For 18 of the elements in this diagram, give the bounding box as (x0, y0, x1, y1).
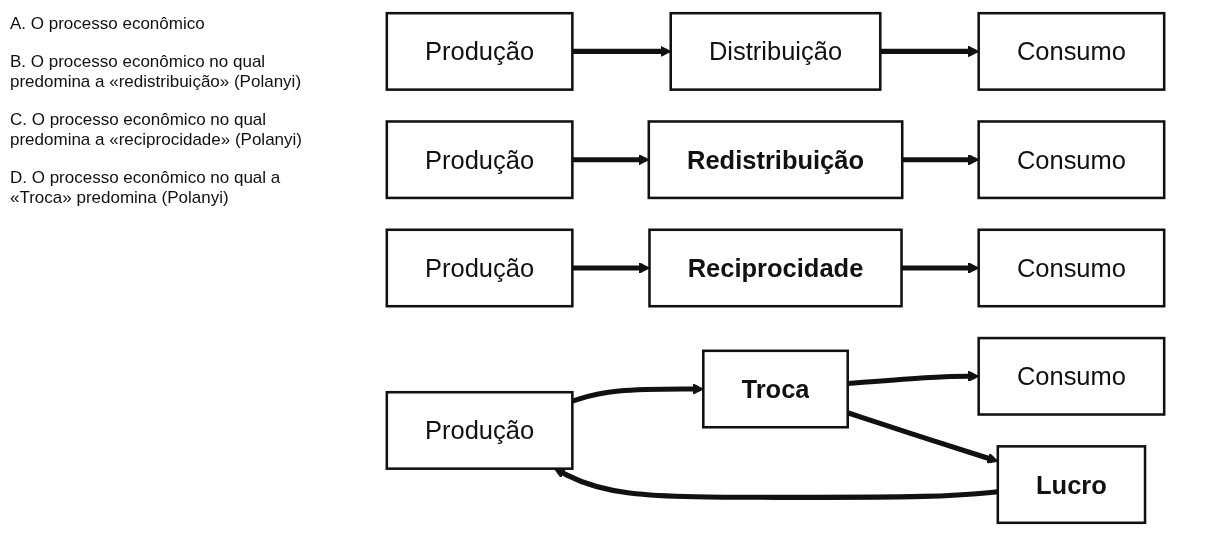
node-box: Lucro (996, 445, 1147, 525)
section-heading: C. O processo econômico no qual predomina a «reciprocidade» (Polanyi) (10, 110, 303, 150)
section-heading: D. O processo econômico no qual a «Troca» predomina (Polanyi) (10, 168, 282, 208)
node-box: Distribuição (669, 11, 882, 91)
arrow (572, 262, 650, 274)
node-box: Produção (385, 390, 574, 470)
node-box: Produção (385, 228, 574, 308)
node-box: Redistribuição (647, 120, 904, 200)
node-box: Consumo (977, 228, 1166, 308)
node-box: Troca (702, 349, 849, 429)
node-box: Consumo (977, 120, 1166, 200)
node-box: Produção (385, 120, 574, 200)
section-heading: B. O processo econômico no qual predomina a «redistribuição» (Polanyi) (10, 52, 303, 92)
node-box: Produção (385, 11, 574, 91)
node-box: Reciprocidade (648, 228, 903, 308)
section-heading: A. O processo econômico (10, 14, 206, 34)
node-box: Consumo (977, 336, 1166, 416)
node-box: Consumo (977, 11, 1166, 91)
